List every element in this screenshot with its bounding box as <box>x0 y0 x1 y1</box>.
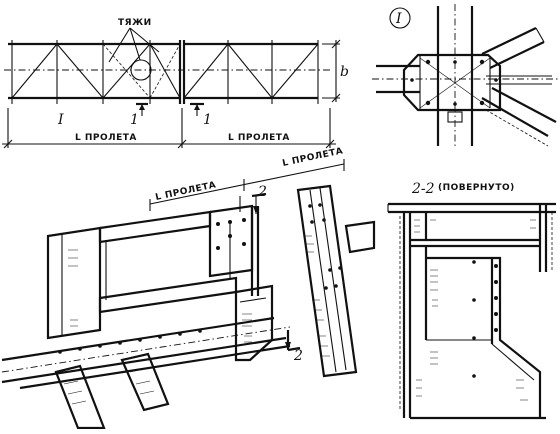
side-elevation-view <box>296 184 376 378</box>
plan-view: ТЯЖИ b 1 1 I L ПРОЛЕТА L ПРОЛЕТА <box>2 18 349 149</box>
section-2-number-top: 2 <box>257 184 267 200</box>
oblique-view: L ПРОЛЕТА L ПРОЛЕТА 2 <box>1 146 345 430</box>
section-1-number-left: 1 <box>130 112 139 128</box>
tie-rods-label: ТЯЖИ <box>118 18 152 28</box>
span-left-label: L ПРОЛЕТА <box>75 133 137 143</box>
section-1-number-right: 1 <box>203 112 212 128</box>
detail-circle-label: I <box>395 11 402 27</box>
dim-b-label: b <box>340 64 349 80</box>
section-title-note: (ПОВЕРНУТО) <box>438 183 515 193</box>
detail-i-view: I <box>372 4 560 148</box>
span-diagonal-label-1: L ПРОЛЕТА <box>155 180 218 203</box>
detail-mark-label: I <box>57 112 64 128</box>
section-title-number: 2-2 <box>411 181 435 197</box>
section-2-2-view: 2-2 (ПОВЕРНУТО) <box>387 181 556 420</box>
span-right-label: L ПРОЛЕТА <box>228 133 290 143</box>
section-2-number-bottom: 2 <box>293 348 303 364</box>
